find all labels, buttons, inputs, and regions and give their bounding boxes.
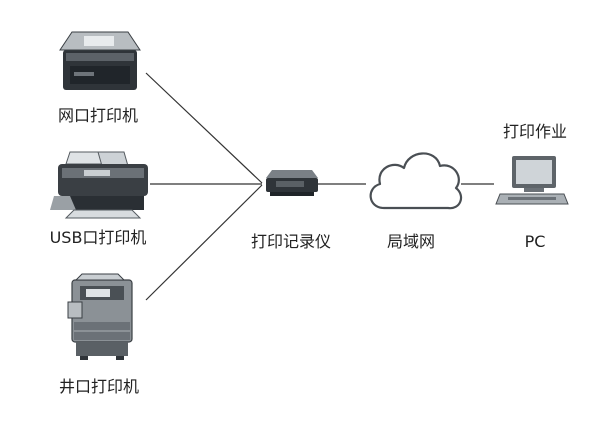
cloud-icon [369,152,463,210]
connector-parallel-printer [145,184,263,301]
label-lan: 局域网 [386,232,436,251]
label-recorder: 打印记录仪 [250,232,332,251]
pc-icon [495,156,569,205]
print-recorder-icon [266,170,318,196]
parallel-printer-icon [67,273,133,360]
label-pc: PC [524,232,546,251]
usb-printer-icon [50,151,148,219]
connector-network-printer [145,72,263,184]
connectors [145,72,494,301]
label-parallel-printer: 井口打印机 [58,377,140,396]
network-printer-icon [59,31,141,90]
label-usb-printer: USB口打印机 [49,228,147,247]
label-pc-job: 打印作业 [502,122,568,141]
label-network-printer: 网口打印机 [57,106,139,125]
